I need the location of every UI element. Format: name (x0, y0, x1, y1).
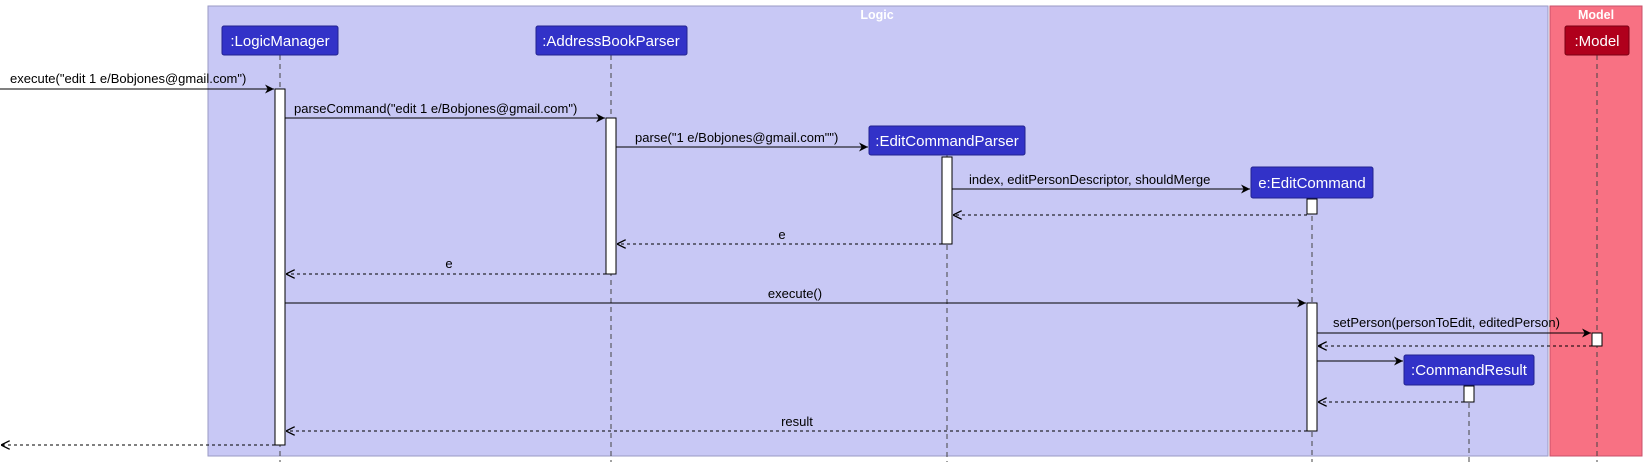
activation-edit-command-creation (1306, 198, 1318, 215)
activation-edit-command-parser (941, 156, 953, 245)
participant-edit-command-parser-label: :EditCommandParser (875, 133, 1018, 150)
activation-logic-manager (274, 88, 286, 446)
label-parse-command: parseCommand("edit 1 e/Bobjones@gmail.co… (294, 101, 577, 116)
participant-logic-manager-label: :LogicManager (230, 33, 329, 50)
logic-box-title: Logic (860, 8, 893, 22)
participant-model: :Model (1564, 25, 1630, 56)
participant-address-book-parser: :AddressBookParser (535, 25, 688, 56)
participant-edit-command-parser: :EditCommandParser (868, 125, 1026, 156)
label-execute-input: execute("edit 1 e/Bobjones@gmail.com") (10, 71, 246, 86)
model-box-title: Model (1578, 8, 1614, 22)
activation-command-result (1463, 385, 1475, 403)
label-set-person: setPerson(personToEdit, editedPerson) (1333, 315, 1560, 330)
participant-logic-manager: :LogicManager (221, 25, 339, 56)
activation-address-book-parser (605, 117, 617, 275)
label-result: result (781, 414, 813, 429)
activation-edit-command-execute (1306, 302, 1318, 432)
activation-model (1591, 332, 1603, 347)
logic-box (207, 5, 1549, 457)
model-box (1549, 5, 1643, 457)
participant-edit-command-label: e:EditCommand (1258, 175, 1366, 192)
participant-edit-command: e:EditCommand (1250, 166, 1374, 199)
participant-command-result: :CommandResult (1403, 354, 1535, 386)
label-return-e-1: e (778, 227, 785, 242)
label-parse: parse("1 e/Bobjones@gmail.com"") (635, 130, 838, 145)
label-create-edit-command: index, editPersonDescriptor, shouldMerge (969, 172, 1210, 187)
label-return-e-2: e (445, 256, 452, 271)
label-execute-call: execute() (768, 286, 822, 301)
participant-model-label: :Model (1574, 33, 1619, 50)
participant-command-result-label: :CommandResult (1411, 362, 1528, 379)
participant-address-book-parser-label: :AddressBookParser (542, 33, 680, 50)
